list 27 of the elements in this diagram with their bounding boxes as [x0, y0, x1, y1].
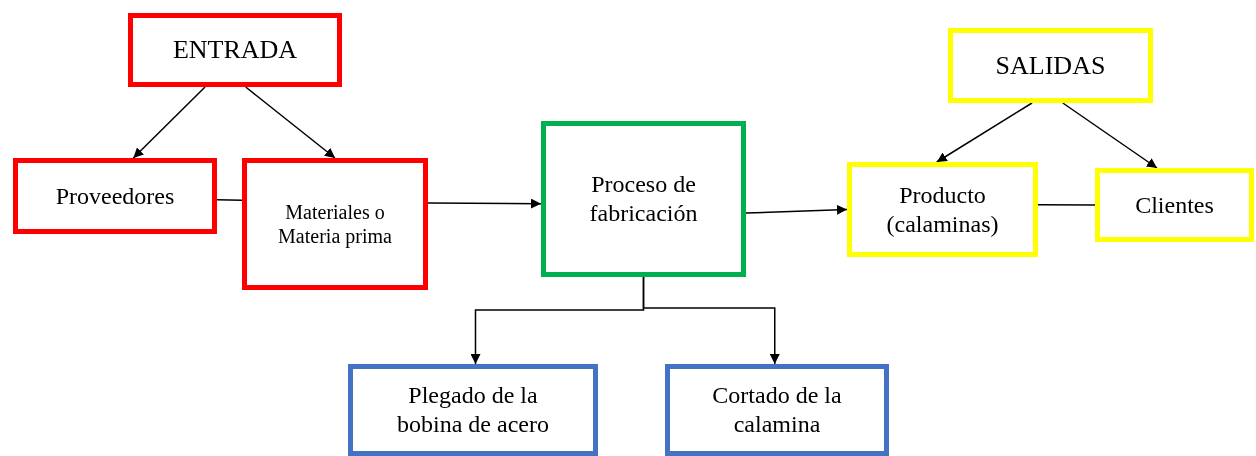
arrow: [1062, 102, 1158, 169]
process-box: [665, 364, 889, 456]
process-box: [948, 28, 1153, 103]
arrow: [936, 102, 1033, 163]
process-box: [847, 162, 1038, 257]
process-box: [348, 364, 598, 456]
arrow: [642, 276, 780, 365]
node-label: Clientes: [1135, 190, 1214, 220]
process-box: [541, 121, 746, 277]
connector-line: [1037, 204, 1096, 206]
connector-line: [216, 199, 243, 201]
node-label: ENTRADA: [172, 34, 298, 66]
node-label: Cortado de la calamina: [711, 381, 843, 439]
process-box: [1095, 168, 1254, 242]
arrow: [745, 204, 848, 215]
node-label: SALIDAS: [995, 49, 1106, 82]
process-box: [242, 158, 428, 290]
node-label: Plegado de la bobina de acero: [396, 381, 550, 439]
arrow: [244, 86, 336, 159]
node-label: Proveedores: [55, 181, 175, 211]
node-label: Producto (calaminas): [885, 180, 1000, 239]
node-label: Materiales o Materia prima: [277, 200, 393, 248]
node-label: Proceso de fabricación: [588, 170, 699, 228]
process-box: [128, 13, 342, 87]
arrow: [132, 86, 206, 159]
arrow: [427, 198, 542, 209]
process-box: [13, 158, 217, 234]
